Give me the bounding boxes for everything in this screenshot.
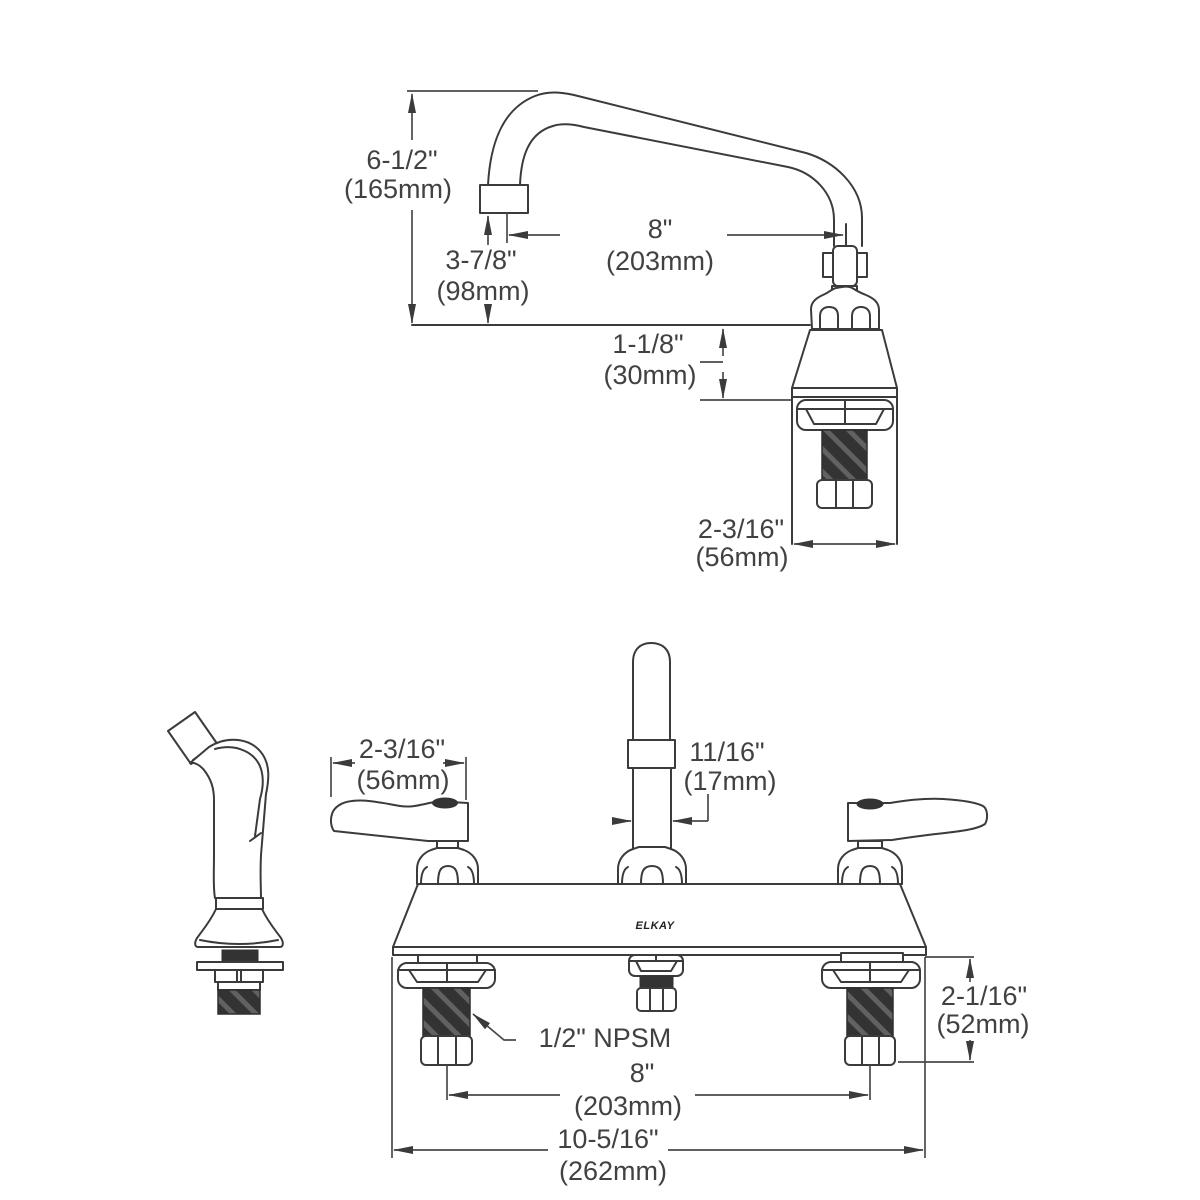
side-view: 6-1/2" (165mm) 3-7/8" (98mm) 8" (203mm) …: [344, 90, 898, 572]
flange-detail: [635, 960, 678, 972]
bonnet-arch: [859, 865, 881, 885]
dim-column-width-mm: (17mm): [684, 766, 777, 796]
dim-faucet-centers-mm: (203mm): [574, 1091, 682, 1121]
washer-plate: [196, 961, 284, 971]
dim-overall-width: 10-5/16" (262mm): [391, 957, 926, 1186]
spray-bell-base: [194, 908, 284, 948]
bonnet-lobe: [420, 866, 428, 885]
dim-spout-clearance-in: 3-7/8": [445, 245, 516, 275]
dim-shank-length: 2-1/16" (52mm): [898, 956, 1030, 1063]
spray-nut-lower: [217, 981, 261, 991]
dim-spout-clearance: 3-7/8" (98mm): [437, 215, 530, 324]
front-view: ELKAY: [167, 642, 1030, 1186]
bonnet-lobe: [841, 866, 849, 885]
threaded-shank: [846, 987, 894, 1038]
coupling-nut: [832, 245, 858, 287]
handle-lever: [847, 797, 989, 842]
dim-spout-height: 6-1/2" (165mm): [344, 90, 538, 324]
right-handle: [837, 797, 989, 885]
threaded-shank: [821, 429, 868, 481]
bonnet-lobe: [675, 866, 683, 885]
bonnet: [810, 285, 880, 330]
dim-base-width: 2-3/16" (56mm): [696, 514, 896, 572]
bonnet-arch-left: [819, 306, 839, 330]
bonnet-arch: [640, 865, 664, 885]
dim-handle-length: 2-3/16" (56mm): [330, 734, 467, 800]
dim-spout-height-mm: (165mm): [344, 174, 452, 204]
bell-rim: [199, 939, 279, 945]
bonnet-arch: [437, 865, 459, 885]
shank-nut: [636, 987, 677, 1012]
faucet-base-end-view: [791, 223, 898, 545]
dim-faucet-centers-in: 8": [630, 1058, 655, 1088]
column-upper-tube: [632, 642, 671, 741]
spout-nozzle: [479, 184, 529, 214]
dim-base-width-in: 2-3/16": [698, 514, 784, 544]
bonnet-lobe: [891, 866, 899, 885]
deck-face: [392, 883, 927, 948]
dim-column-width: 11/16" (17mm): [612, 737, 777, 825]
handle-stem: [436, 840, 459, 849]
spray-locknut: [214, 969, 264, 983]
column-collar: [627, 739, 676, 769]
dim-handle-length-mm: (56mm): [357, 765, 450, 795]
handle-lever: [329, 799, 469, 842]
threaded-shank: [422, 987, 471, 1038]
faucet-deck: ELKAY: [392, 883, 927, 956]
left-shank-assembly: [397, 954, 496, 1100]
shank-nut: [816, 479, 873, 509]
dim-shank-length-in: 2-1/16": [941, 981, 1027, 1011]
center-shank-assembly: [628, 954, 684, 1012]
bonnet-arch-right: [851, 306, 871, 330]
thread-callout: 1/2" NPSM: [472, 1013, 672, 1053]
leader-arrow: [472, 1013, 516, 1041]
brand-logo: ELKAY: [636, 920, 676, 932]
shank-nut: [420, 1035, 473, 1066]
base-cone: [791, 329, 898, 389]
dim-faucet-centers: 8" (203mm): [448, 1058, 869, 1121]
handle-index-button: [432, 797, 458, 809]
dim-base-width-mm: (56mm): [696, 542, 789, 572]
dim-shank-length-mm: (52mm): [937, 1009, 1030, 1039]
flange-tab: [840, 952, 904, 963]
swing-spout: [479, 91, 863, 247]
bonnet-lobe: [467, 866, 475, 885]
dim-overall-width-mm: (262mm): [559, 1156, 667, 1186]
dim-deck-height-mm: (30mm): [604, 360, 697, 390]
dim-column-width-in: 11/16": [689, 737, 764, 767]
spout-column: [617, 642, 687, 885]
shank-nut: [844, 1035, 896, 1066]
dim-spout-reach-mm: (203mm): [606, 246, 714, 276]
spray-seam: [214, 746, 264, 837]
right-shank-assembly: [821, 952, 921, 1100]
spray-seam-tick: [249, 832, 262, 842]
handle-stem: [857, 840, 883, 849]
thread-size-label: 1/2" NPSM: [539, 1023, 672, 1053]
bonnet-lobe: [621, 866, 629, 885]
spray-collar: [215, 897, 264, 910]
base-plate: [791, 387, 898, 398]
dim-spout-clearance-mm: (98mm): [437, 276, 530, 306]
dim-deck-height-in: 1-1/8": [612, 329, 683, 359]
left-handle: [329, 797, 479, 885]
flange-tab: [417, 954, 478, 964]
rubber-washer: [221, 949, 259, 963]
dim-spout-reach-in: 8": [648, 214, 673, 244]
handle-index-button: [856, 798, 884, 810]
dim-overall-width-in: 10-5/16": [557, 1124, 658, 1154]
dim-spout-reach: 8" (203mm): [506, 213, 844, 276]
spout-inner-edge: [519, 123, 835, 247]
spray-threaded-shank: [217, 989, 261, 1015]
dim-deck-height: 1-1/8" (30mm): [604, 328, 791, 401]
dim-handle-length-in: 2-3/16": [359, 734, 445, 764]
dim-spout-height-in: 6-1/2": [366, 145, 437, 175]
spout-outer-edge: [487, 91, 863, 247]
side-spray: [167, 711, 284, 1015]
